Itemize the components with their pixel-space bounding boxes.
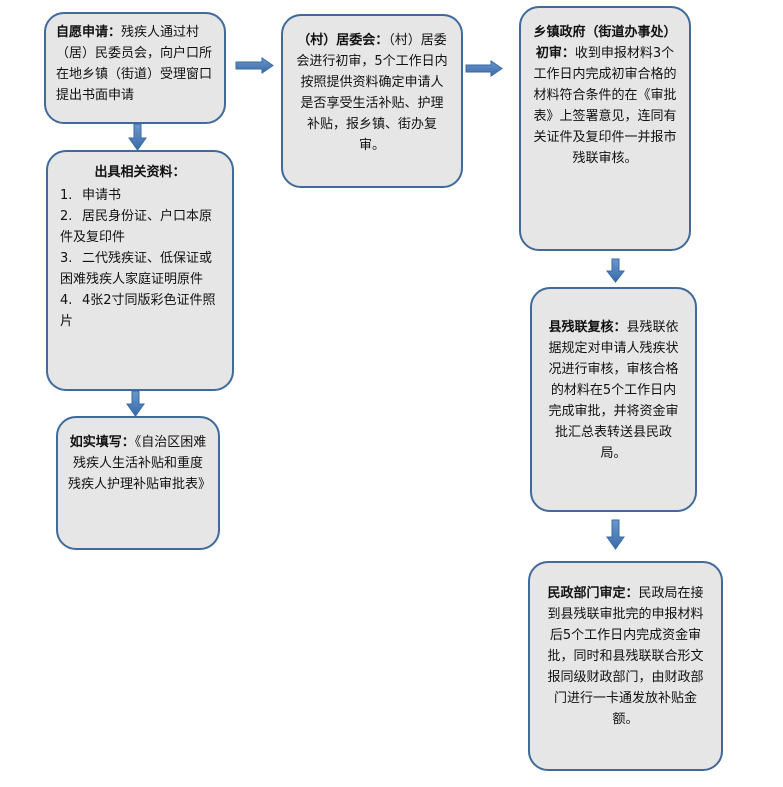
step-county-label: 县残联复核： <box>548 320 627 335</box>
arrow-materials-to-fill <box>126 390 145 417</box>
step-civil-label: 民政部门审定： <box>547 586 639 601</box>
step-county-text: 县残联依据规定对申请人残疾状况进行审核，审核合格的材料在5个工作日内完成审批，并… <box>548 320 679 461</box>
step-township-text: 收到申报材料3个工作日内完成初审合格的材料符合条件的在《审批表》上签署意见，连同… <box>533 46 677 166</box>
step-fill-label: 如实填写： <box>69 435 135 450</box>
arrow-village-to-township <box>465 60 503 77</box>
step-fill-text: 《自治区困难残疾人生活补贴和重度残疾人护理补贴审批表》 <box>68 435 212 492</box>
step-materials: 出具相关资料： 1. 申请书 2.居民身份证、户口本原件及复印件 3.二代残疾证、… <box>46 150 234 391</box>
arrow-township-to-county <box>605 258 626 283</box>
step-apply: 自愿申请：残疾人通过村（居）民委员会，向户口所在地乡镇（街道）受理窗口提出书面申… <box>44 12 226 124</box>
step-materials-title: 出具相关资料： <box>94 165 186 180</box>
step-village-text: （村）居委会进行初审，5个工作日内按照提供资料确定申请人是否享受生活补贴、护理补… <box>296 33 448 153</box>
material-item-4-text: 4张2寸同版彩色证件照片 <box>60 293 216 329</box>
step-village: （村）居委会：（村）居委会进行初审，5个工作日内按照提供资料确定申请人是否享受生… <box>281 14 463 188</box>
material-item-1: 1. 申请书 <box>60 185 220 206</box>
material-item-3-text: 二代残疾证、低保证或困难残疾人家庭证明原件 <box>60 251 213 287</box>
material-item-3: 3.二代残疾证、低保证或困难残疾人家庭证明原件 <box>60 248 220 290</box>
material-item-4: 4.4张2寸同版彩色证件照片 <box>60 290 220 332</box>
step-apply-text: 残疾人通过村（居）民委员会，向户口所在地乡镇（街道）受理窗口提出书面申请 <box>56 25 213 103</box>
step-township-label: 乡镇政府（街道办事处）初审： <box>533 25 677 61</box>
arrow-apply-to-village <box>235 57 274 74</box>
step-civil: 民政部门审定：民政局在接到县残联审批完的申报材料后5个工作日内完成资金审批，同时… <box>528 561 723 771</box>
step-township: 乡镇政府（街道办事处）初审：收到申报材料3个工作日内完成初审合格的材料符合条件的… <box>519 6 691 251</box>
step-fill: 如实填写：《自治区困难残疾人生活补贴和重度残疾人护理补贴审批表》 <box>56 416 220 550</box>
material-item-2-text: 居民身份证、户口本原件及复印件 <box>60 209 213 245</box>
material-item-2: 2.居民身份证、户口本原件及复印件 <box>60 206 220 248</box>
material-item-1-num: 1. <box>60 188 73 203</box>
material-item-2-num: 2. <box>60 209 73 224</box>
material-item-4-num: 4. <box>60 293 73 308</box>
step-civil-text: 民政局在接到县残联审批完的申报材料后5个工作日内完成资金审批，同时和县残联联合形… <box>547 586 704 727</box>
arrow-apply-to-materials <box>128 123 147 151</box>
material-item-1-text: 申请书 <box>82 188 122 203</box>
step-county: 县残联复核：县残联依据规定对申请人残疾状况进行审核，审核合格的材料在5个工作日内… <box>530 287 697 512</box>
step-village-label: （村）居委会： <box>297 33 389 48</box>
arrow-county-to-civil <box>606 519 625 550</box>
step-apply-label: 自愿申请： <box>56 25 122 40</box>
material-item-3-num: 3. <box>60 251 73 266</box>
